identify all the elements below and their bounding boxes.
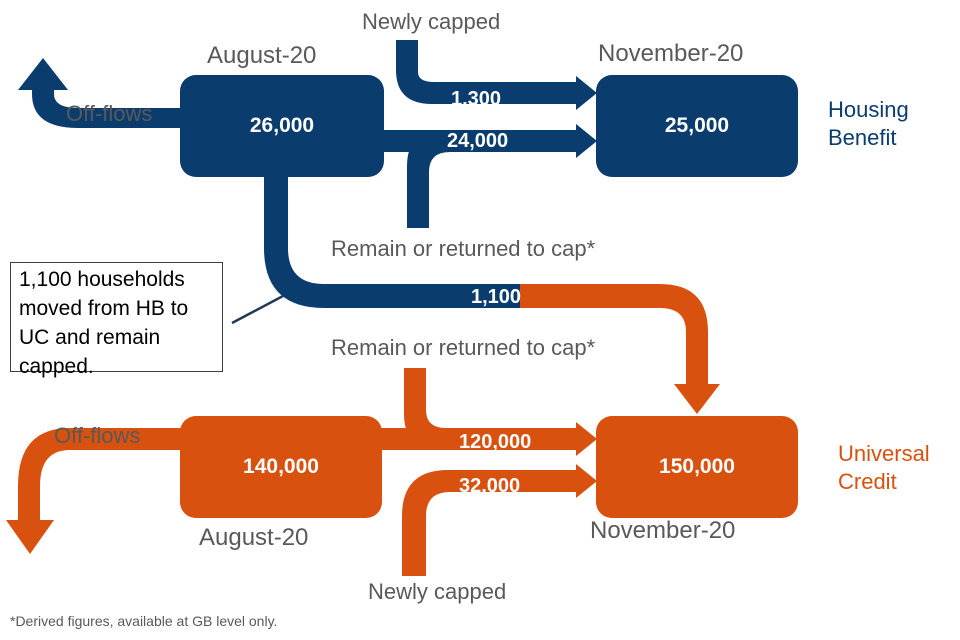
hb-offflows-label: Off-flows [66, 101, 153, 126]
uc-newly-capped-arrowhead [576, 464, 597, 498]
uc-offflows-value: 40,000 [66, 452, 128, 474]
uc-remain-value: 120,000 [459, 431, 532, 453]
hb-newly-capped-value: 1,300 [451, 88, 502, 110]
uc-series-label: Universal Credit [838, 440, 930, 496]
uc-start-period: August-20 [199, 524, 309, 551]
uc-august-box [180, 416, 382, 518]
uc-november-value: 150,000 [659, 455, 735, 478]
footnote: *Derived figures, available at GB level … [10, 613, 278, 629]
uc-newly-capped-value: 32,000 [459, 475, 521, 497]
hb-newly-capped-arrowhead [576, 76, 597, 110]
uc-offflows-flow [18, 428, 182, 522]
uc-august-value: 140,000 [243, 455, 319, 478]
uc-remain-label: Remain or returned to cap* [331, 335, 596, 360]
uc-series-label-line1: Universal [838, 441, 930, 466]
uc-remain-flow [380, 428, 578, 450]
hb-offflows-arrowhead [18, 58, 68, 90]
hb-newly-capped-flow [396, 40, 578, 104]
callout-line-4: capped. [19, 355, 94, 378]
hb-start-period: August-20 [207, 42, 317, 69]
hb-series-label-line2: Benefit [828, 125, 897, 150]
housing-benefit-flows [18, 40, 798, 308]
hb-november-box [596, 75, 798, 177]
uc-offflows-arrowhead [6, 520, 54, 554]
hb-end-period: November-20 [598, 40, 744, 67]
hb-offflows-value: 3,300 [86, 132, 137, 154]
callout-line-2: moved from HB to [19, 297, 189, 320]
hb-august-box [180, 75, 384, 177]
uc-series-label-line2: Credit [838, 469, 897, 494]
uc-offflows-label: Off-flows [54, 423, 141, 448]
hb-offflows-flow [32, 86, 182, 128]
uc-transfer-arrowhead [674, 384, 720, 414]
uc-newly-capped-flow [402, 470, 578, 576]
uc-november-box [596, 416, 798, 518]
hb-remain-value: 24,000 [447, 130, 509, 152]
hb-remain-label: Remain or returned to cap* [331, 236, 596, 261]
uc-newly-capped-label: Newly capped [368, 579, 507, 604]
uc-remain-arrowhead [576, 422, 597, 456]
universal-credit-flows [6, 284, 798, 576]
callout-line-1: 1,100 households [19, 268, 185, 291]
hb-remain-branch [407, 130, 470, 228]
hb-to-uc-transfer-flow-orange [520, 284, 708, 386]
callout-pointer-line [231, 294, 284, 325]
uc-end-period: November-20 [590, 517, 736, 544]
hb-series-label-line1: Housing [828, 97, 909, 122]
transfer-value: 1,100 [471, 286, 522, 308]
hb-remain-arrowhead [576, 124, 597, 158]
hb-november-value: 25,000 [664, 114, 730, 137]
hb-newly-capped-label: Newly capped [362, 9, 501, 34]
callout-line-3: UC and remain [19, 326, 161, 349]
hb-series-label: Housing Benefit [828, 96, 909, 152]
hb-to-uc-transfer-flow-blue [264, 172, 520, 308]
hb-august-value: 26,000 [249, 114, 315, 137]
transfer-callout-box: 1,100 households moved from HB to UC and… [10, 262, 223, 378]
